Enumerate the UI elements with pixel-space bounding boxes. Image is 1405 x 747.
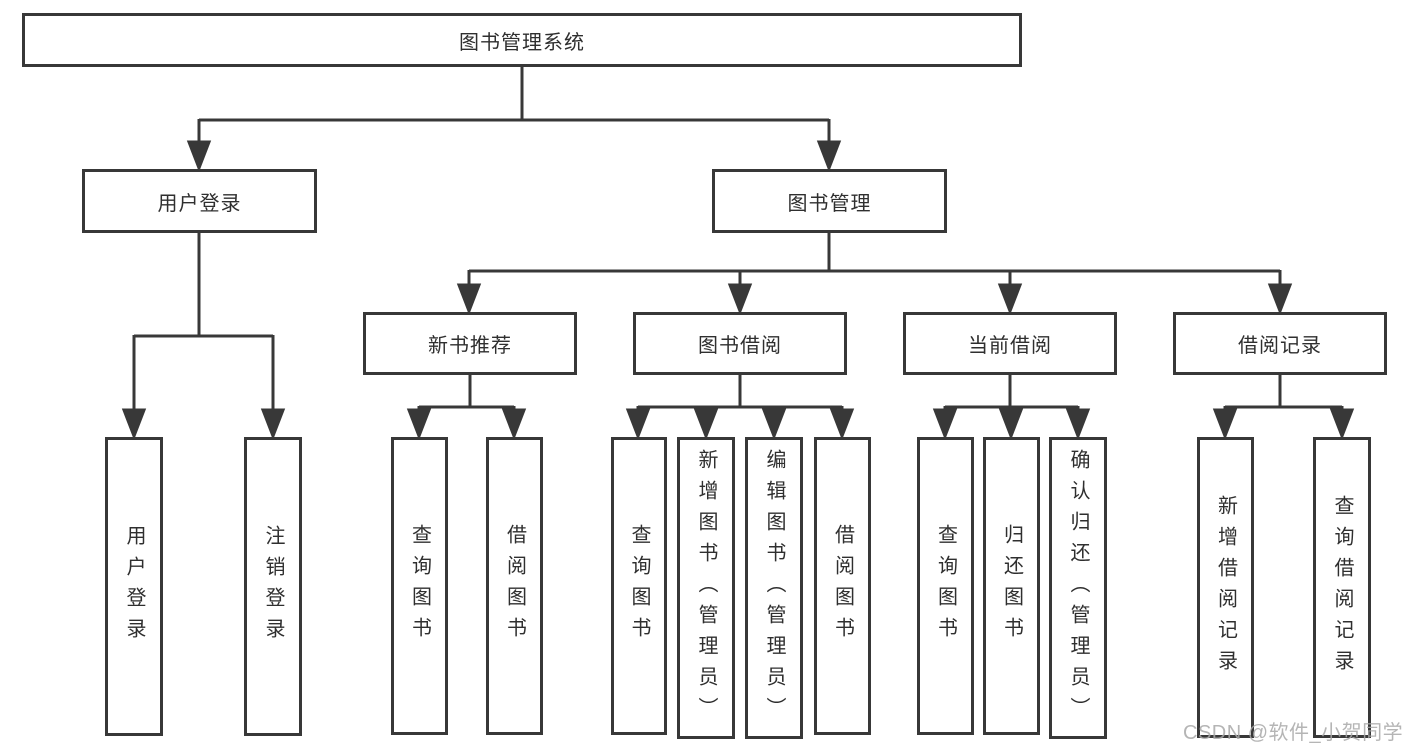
node-book-management: 图书管理 [712,169,947,233]
node-borrow-books-recommend: 借阅图书 [486,437,543,735]
node-add-book-admin: 新增图书（管理员） [677,437,735,739]
node-add-borrow-record: 新增借阅记录 [1197,437,1254,738]
node-book-borrow: 图书借阅 [633,312,847,375]
node-borrow-records: 借阅记录 [1173,312,1387,375]
node-confirm-return-admin: 确认归还（管理员） [1049,437,1107,739]
node-return-book: 归还图书 [983,437,1040,735]
csdn-watermark: CSDN @软件_小贺同学 [1183,722,1404,744]
node-query-books-borrow: 查询图书 [611,437,667,735]
node-user-login-leaf: 用户登录 [105,437,163,736]
node-borrow-book-leaf: 借阅图书 [814,437,871,735]
node-edit-book-admin: 编辑图书（管理员） [745,437,803,739]
node-query-books-current: 查询图书 [917,437,974,735]
node-logout-leaf: 注销登录 [244,437,302,736]
node-query-books-recommend: 查询图书 [391,437,448,735]
node-new-book-recommend: 新书推荐 [363,312,577,375]
node-current-borrow: 当前借阅 [903,312,1117,375]
node-root-system: 图书管理系统 [22,13,1022,67]
node-user-login-branch: 用户登录 [82,169,317,233]
node-query-borrow-record: 查询借阅记录 [1313,437,1371,738]
